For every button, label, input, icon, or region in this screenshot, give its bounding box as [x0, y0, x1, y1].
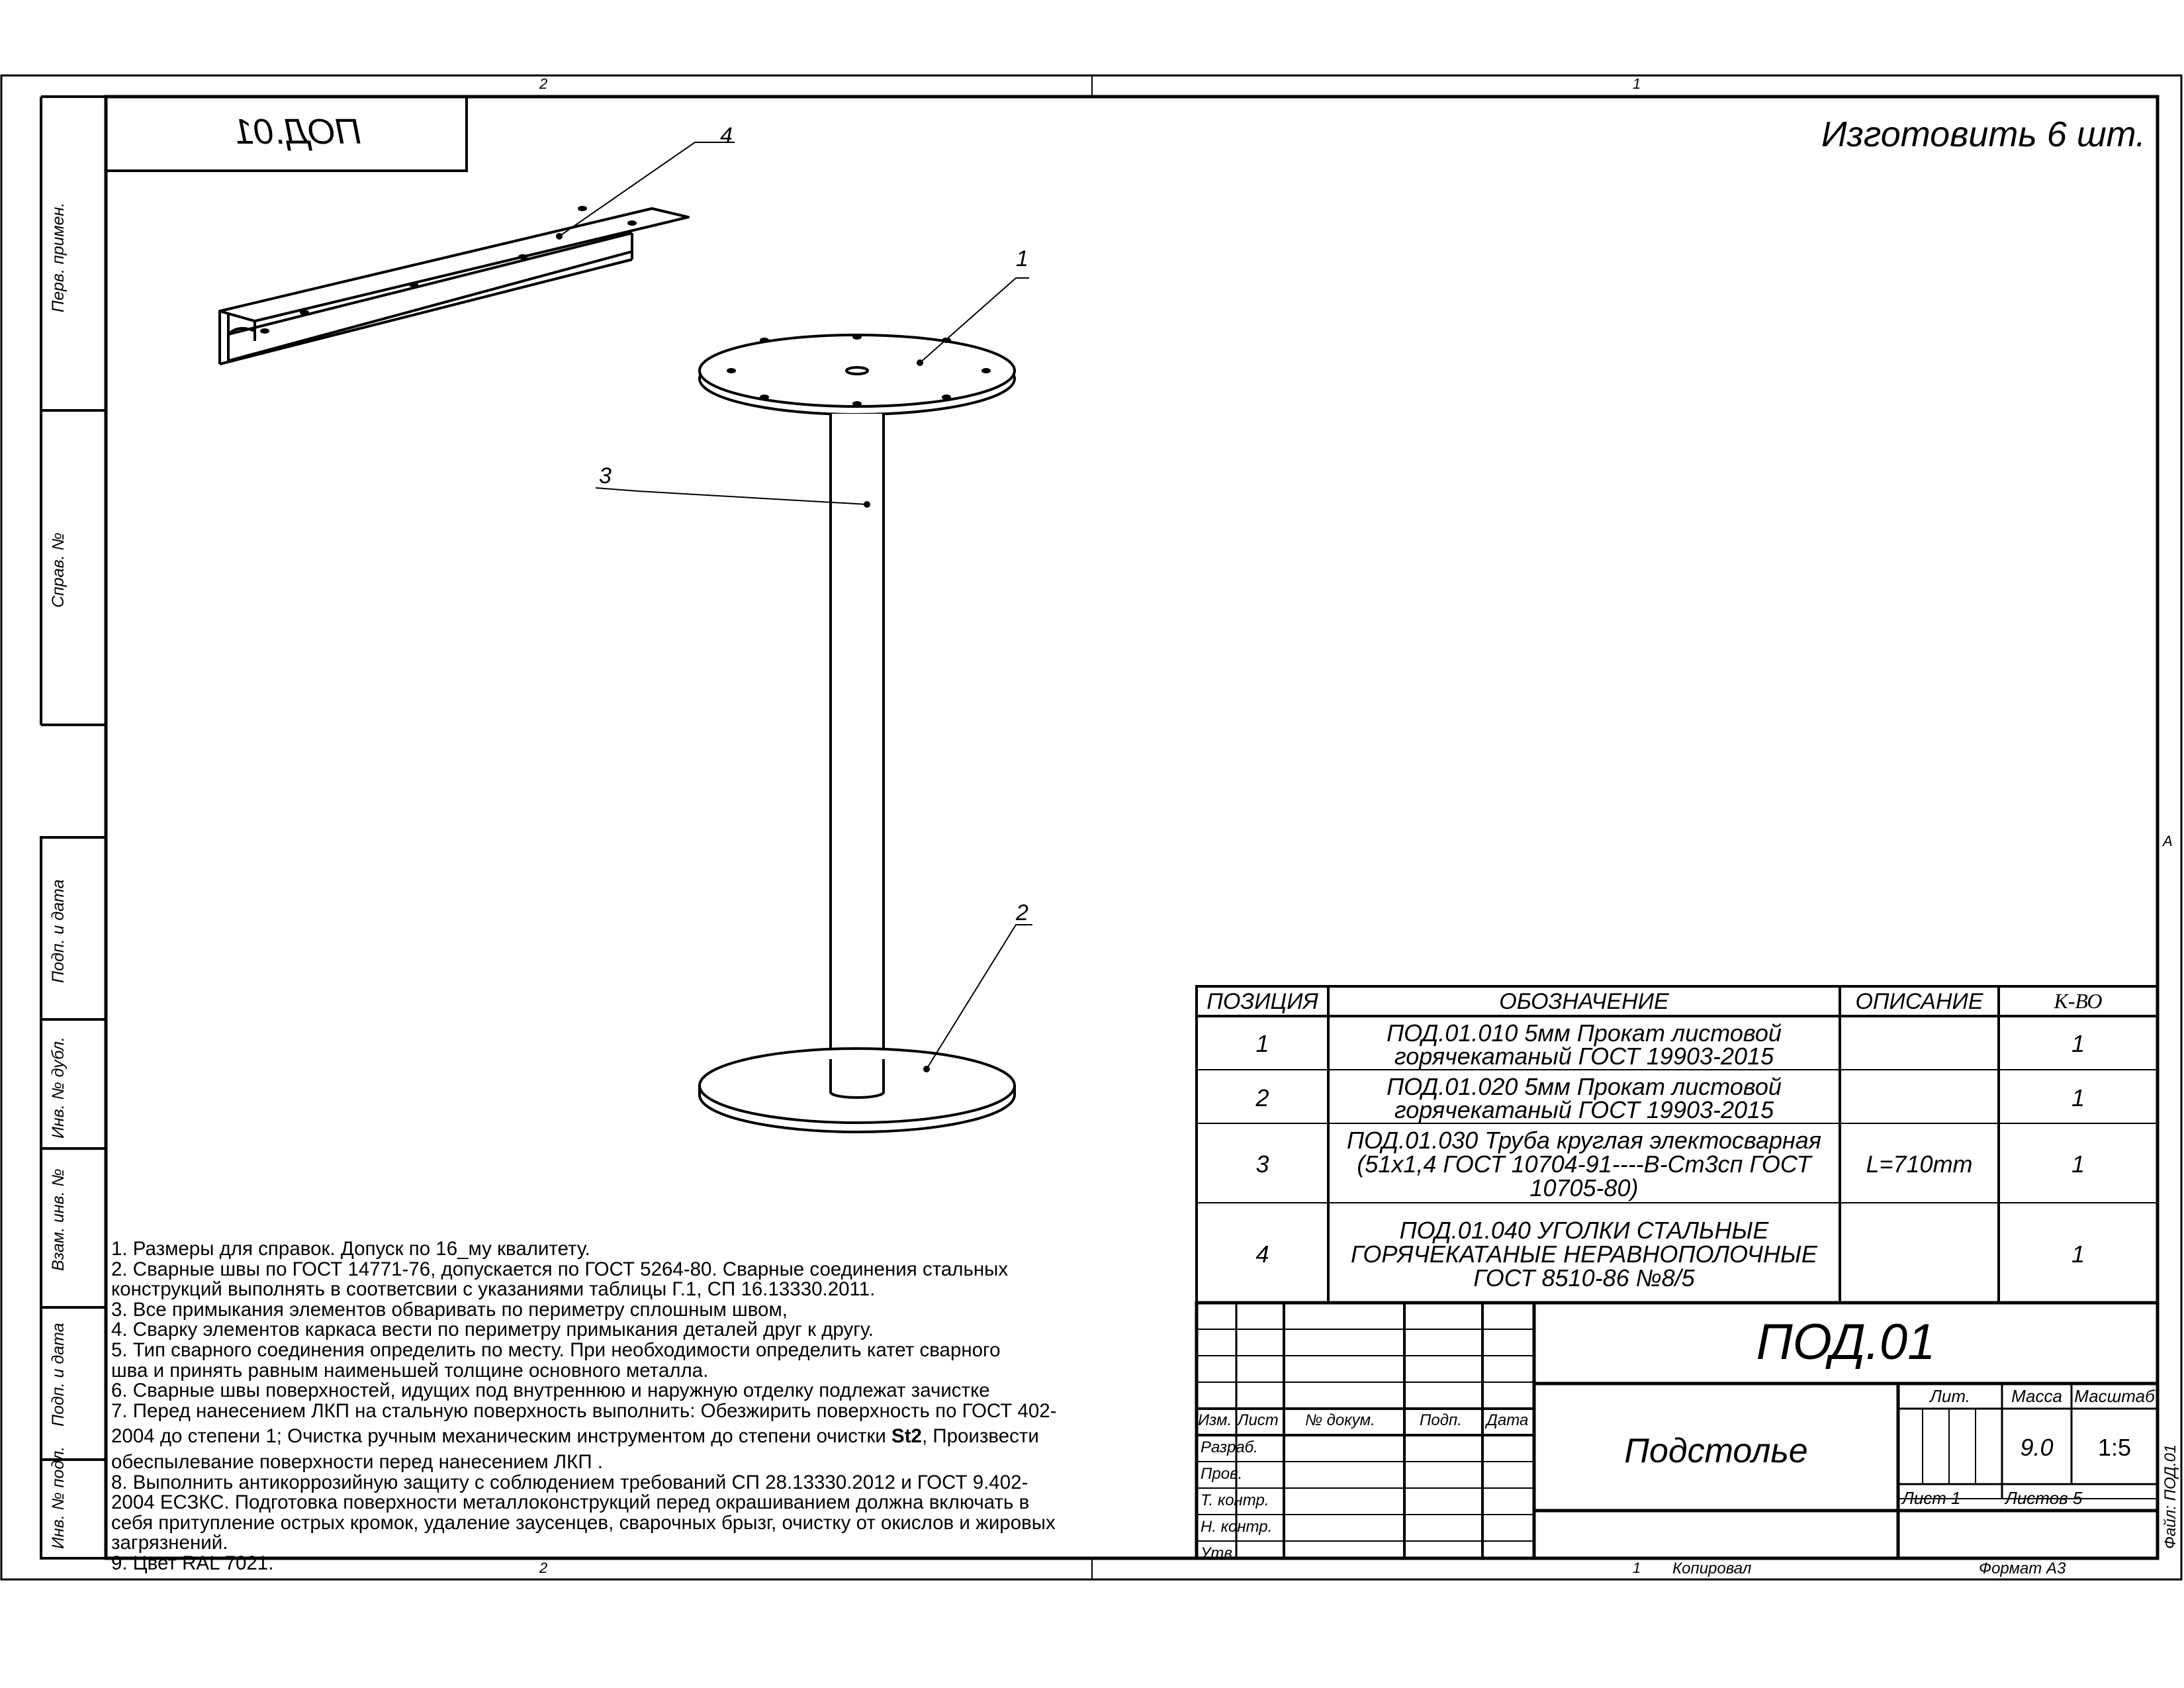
note-line: 4. Сварку элементов каркаса вести по пер…	[111, 1319, 874, 1341]
title-lit-label: Лит.	[1930, 1386, 1970, 1406]
side-stamp-first-use: Перв. примен.	[49, 202, 68, 312]
title-designation: ПОД.01	[1756, 1314, 1936, 1370]
tb-col-sign: Подп.	[1420, 1411, 1462, 1429]
title-scale-label: Масштаб	[2074, 1386, 2155, 1406]
note-text-after: , Произвести	[921, 1425, 1039, 1448]
side-stamp-sign-date-1: Подп. и дата	[49, 879, 68, 983]
spec-table-lines	[1195, 985, 2159, 1304]
note-line: себя притупление острых кромок, удаление…	[111, 1511, 1056, 1534]
balloon-2: 2	[1016, 900, 1028, 925]
note-line: 1. Размеры для справок. Допуск по 16_му …	[111, 1238, 590, 1260]
spec-row-1-line-2: горячекатаный ГОСТ 19903-2015	[1394, 1043, 1774, 1070]
tube-part-3	[829, 414, 885, 1096]
spec-row-2-line-1: ПОД.01.020 5мм Прокат листовой	[1387, 1073, 1782, 1100]
note-line: обеспылевание поверхности перед нанесени…	[111, 1450, 603, 1473]
spec-header-position: ПОЗИЦИЯ	[1206, 989, 1318, 1014]
spec-row-4-line-3: ГОСТ 8510-86 №8/5	[1473, 1264, 1695, 1291]
note-line: 2004 до степени 1; Очистка ручным механи…	[111, 1427, 1183, 1447]
zone-top-left: 2	[539, 75, 548, 92]
leader-lines	[559, 142, 1032, 1070]
spec-row-1-qty: 1	[2071, 1030, 2085, 1057]
mirrored-designation: ПОД.01	[234, 112, 362, 152]
spec-header-qty: К-ВО	[2054, 989, 2103, 1013]
note-line: 9. Цвет RAL 7021.	[111, 1552, 274, 1574]
bottom-plate-part-2	[698, 1047, 1016, 1133]
tb-role-norm-control: Н. контр.	[1201, 1518, 1273, 1536]
technical-notes: 1. Размеры для справок. Допуск по 16_му …	[111, 1239, 1183, 1574]
tb-col-doc: № докум.	[1305, 1411, 1375, 1429]
note-line: 5. Тип сварного соединения определить по…	[111, 1338, 1001, 1361]
balloon-4: 4	[720, 123, 733, 148]
quantity-note: Изготовить 6 шт.	[1821, 115, 2146, 154]
title-scale-value: 1:5	[2097, 1434, 2132, 1461]
tb-role-checker: Пров.	[1201, 1465, 1243, 1483]
format-label: Формат А3	[1979, 1560, 2066, 1577]
spec-row-3-line-2: (51x1,4 ГОСТ 10704-91----В-Ст3сп ГОСТ	[1357, 1150, 1811, 1178]
spec-row-2-qty: 1	[2071, 1084, 2085, 1111]
title-mass-value: 9.0	[2020, 1434, 2054, 1461]
title-name: Подстолье	[1624, 1432, 1808, 1470]
note-line: 3. Все примыкания элементов обваривать п…	[111, 1298, 788, 1321]
tb-role-developer: Разраб.	[1201, 1438, 1258, 1456]
spec-row-1-line-1: ПОД.01.010 5мм Прокат листовой	[1387, 1019, 1782, 1047]
spec-row-3-pos: 3	[1255, 1150, 1269, 1178]
spec-row-4-qty: 1	[2071, 1241, 2085, 1268]
title-sheets-label: Листов 5	[2005, 1488, 2083, 1508]
title-block-lines	[1195, 1301, 2160, 1560]
zone-side: A	[2163, 833, 2173, 849]
zone-top-right: 1	[1633, 75, 1641, 92]
spec-row-2-line-2: горячекатаный ГОСТ 19903-2015	[1394, 1096, 1774, 1123]
spec-row-3-desc: L=710mm	[1866, 1150, 1973, 1178]
tb-col-date: Дата	[1486, 1411, 1529, 1429]
note-line: 6. Сварные швы поверхностей, идущих под …	[111, 1380, 990, 1402]
side-stamp-replace-inv: Взам. инв. №	[49, 1168, 68, 1271]
note-line: 2004 ЕСЗКС. Подготовка поверхности метал…	[111, 1491, 1030, 1514]
spec-row-2-pos: 2	[1255, 1084, 1269, 1111]
note-line: 7. Перед нанесением ЛКП на стальную пове…	[111, 1399, 1057, 1422]
copied-label: Копировал	[1672, 1560, 1752, 1577]
zone-bottom-right: 1	[1633, 1560, 1641, 1576]
spec-row-4-pos: 4	[1255, 1241, 1269, 1268]
angle-bracket-part-4	[218, 207, 690, 365]
side-stamp-sign-date-2: Подп. и дата	[49, 1323, 68, 1427]
spec-row-3-qty: 1	[2071, 1150, 2085, 1178]
bracket-holes	[260, 206, 637, 334]
note-bold: St2	[891, 1425, 922, 1448]
side-stamp-dup-inv: Инв. № дубл.	[49, 1037, 68, 1139]
spec-row-4-line-2: ГОРЯЧЕКАТАНЫЕ НЕРАВНОПОЛОЧНЫЕ	[1351, 1241, 1817, 1268]
title-sheet-label: Лист 1	[1902, 1488, 1961, 1508]
spec-row-4-line-1: ПОД.01.040 УГОЛКИ СТАЛЬНЫЕ	[1399, 1217, 1769, 1244]
title-mass-label: Масса	[2011, 1386, 2062, 1406]
tb-col-change: Изм.	[1198, 1411, 1232, 1429]
spec-row-3-line-3: 10705-80)	[1529, 1174, 1639, 1201]
tb-role-tech-control: Т. контр.	[1201, 1491, 1269, 1509]
note-line: шва и принять равным наименьшей толщине …	[111, 1359, 709, 1382]
note-line: загрязнений.	[111, 1532, 228, 1554]
note-line: 2. Сварные швы по ГОСТ 14771-76, допуска…	[111, 1258, 1009, 1280]
tb-col-sheet: Лист	[1238, 1411, 1279, 1429]
side-stamp-reference: Справ. №	[49, 532, 68, 608]
side-stamp-orig-inv: Инв. № подл.	[49, 1446, 68, 1549]
note-line: 8. Выполнить антикоррозийную защиту с со…	[111, 1471, 1028, 1493]
zone-bottom-left: 2	[539, 1560, 548, 1576]
spec-row-1-pos: 1	[1255, 1030, 1269, 1057]
spec-row-3-line-1: ПОД.01.030 Труба круглая электосварная	[1346, 1127, 1822, 1154]
balloon-3: 3	[599, 463, 612, 489]
spec-header-description: ОПИСАНИЕ	[1855, 989, 1983, 1014]
tb-role-approved: Утв.	[1201, 1544, 1237, 1562]
balloon-1: 1	[1016, 246, 1028, 271]
inner-frame	[104, 95, 2160, 1560]
spec-header-designation: ОБОЗНАЧЕНИЕ	[1499, 989, 1669, 1014]
file-label: Файл: ПОД.01	[2161, 1444, 2179, 1549]
note-line: конструкций выполнять в соответсвии с ук…	[111, 1278, 876, 1301]
note-text: 2004 до степени 1; Очистка ручным механи…	[111, 1425, 892, 1448]
